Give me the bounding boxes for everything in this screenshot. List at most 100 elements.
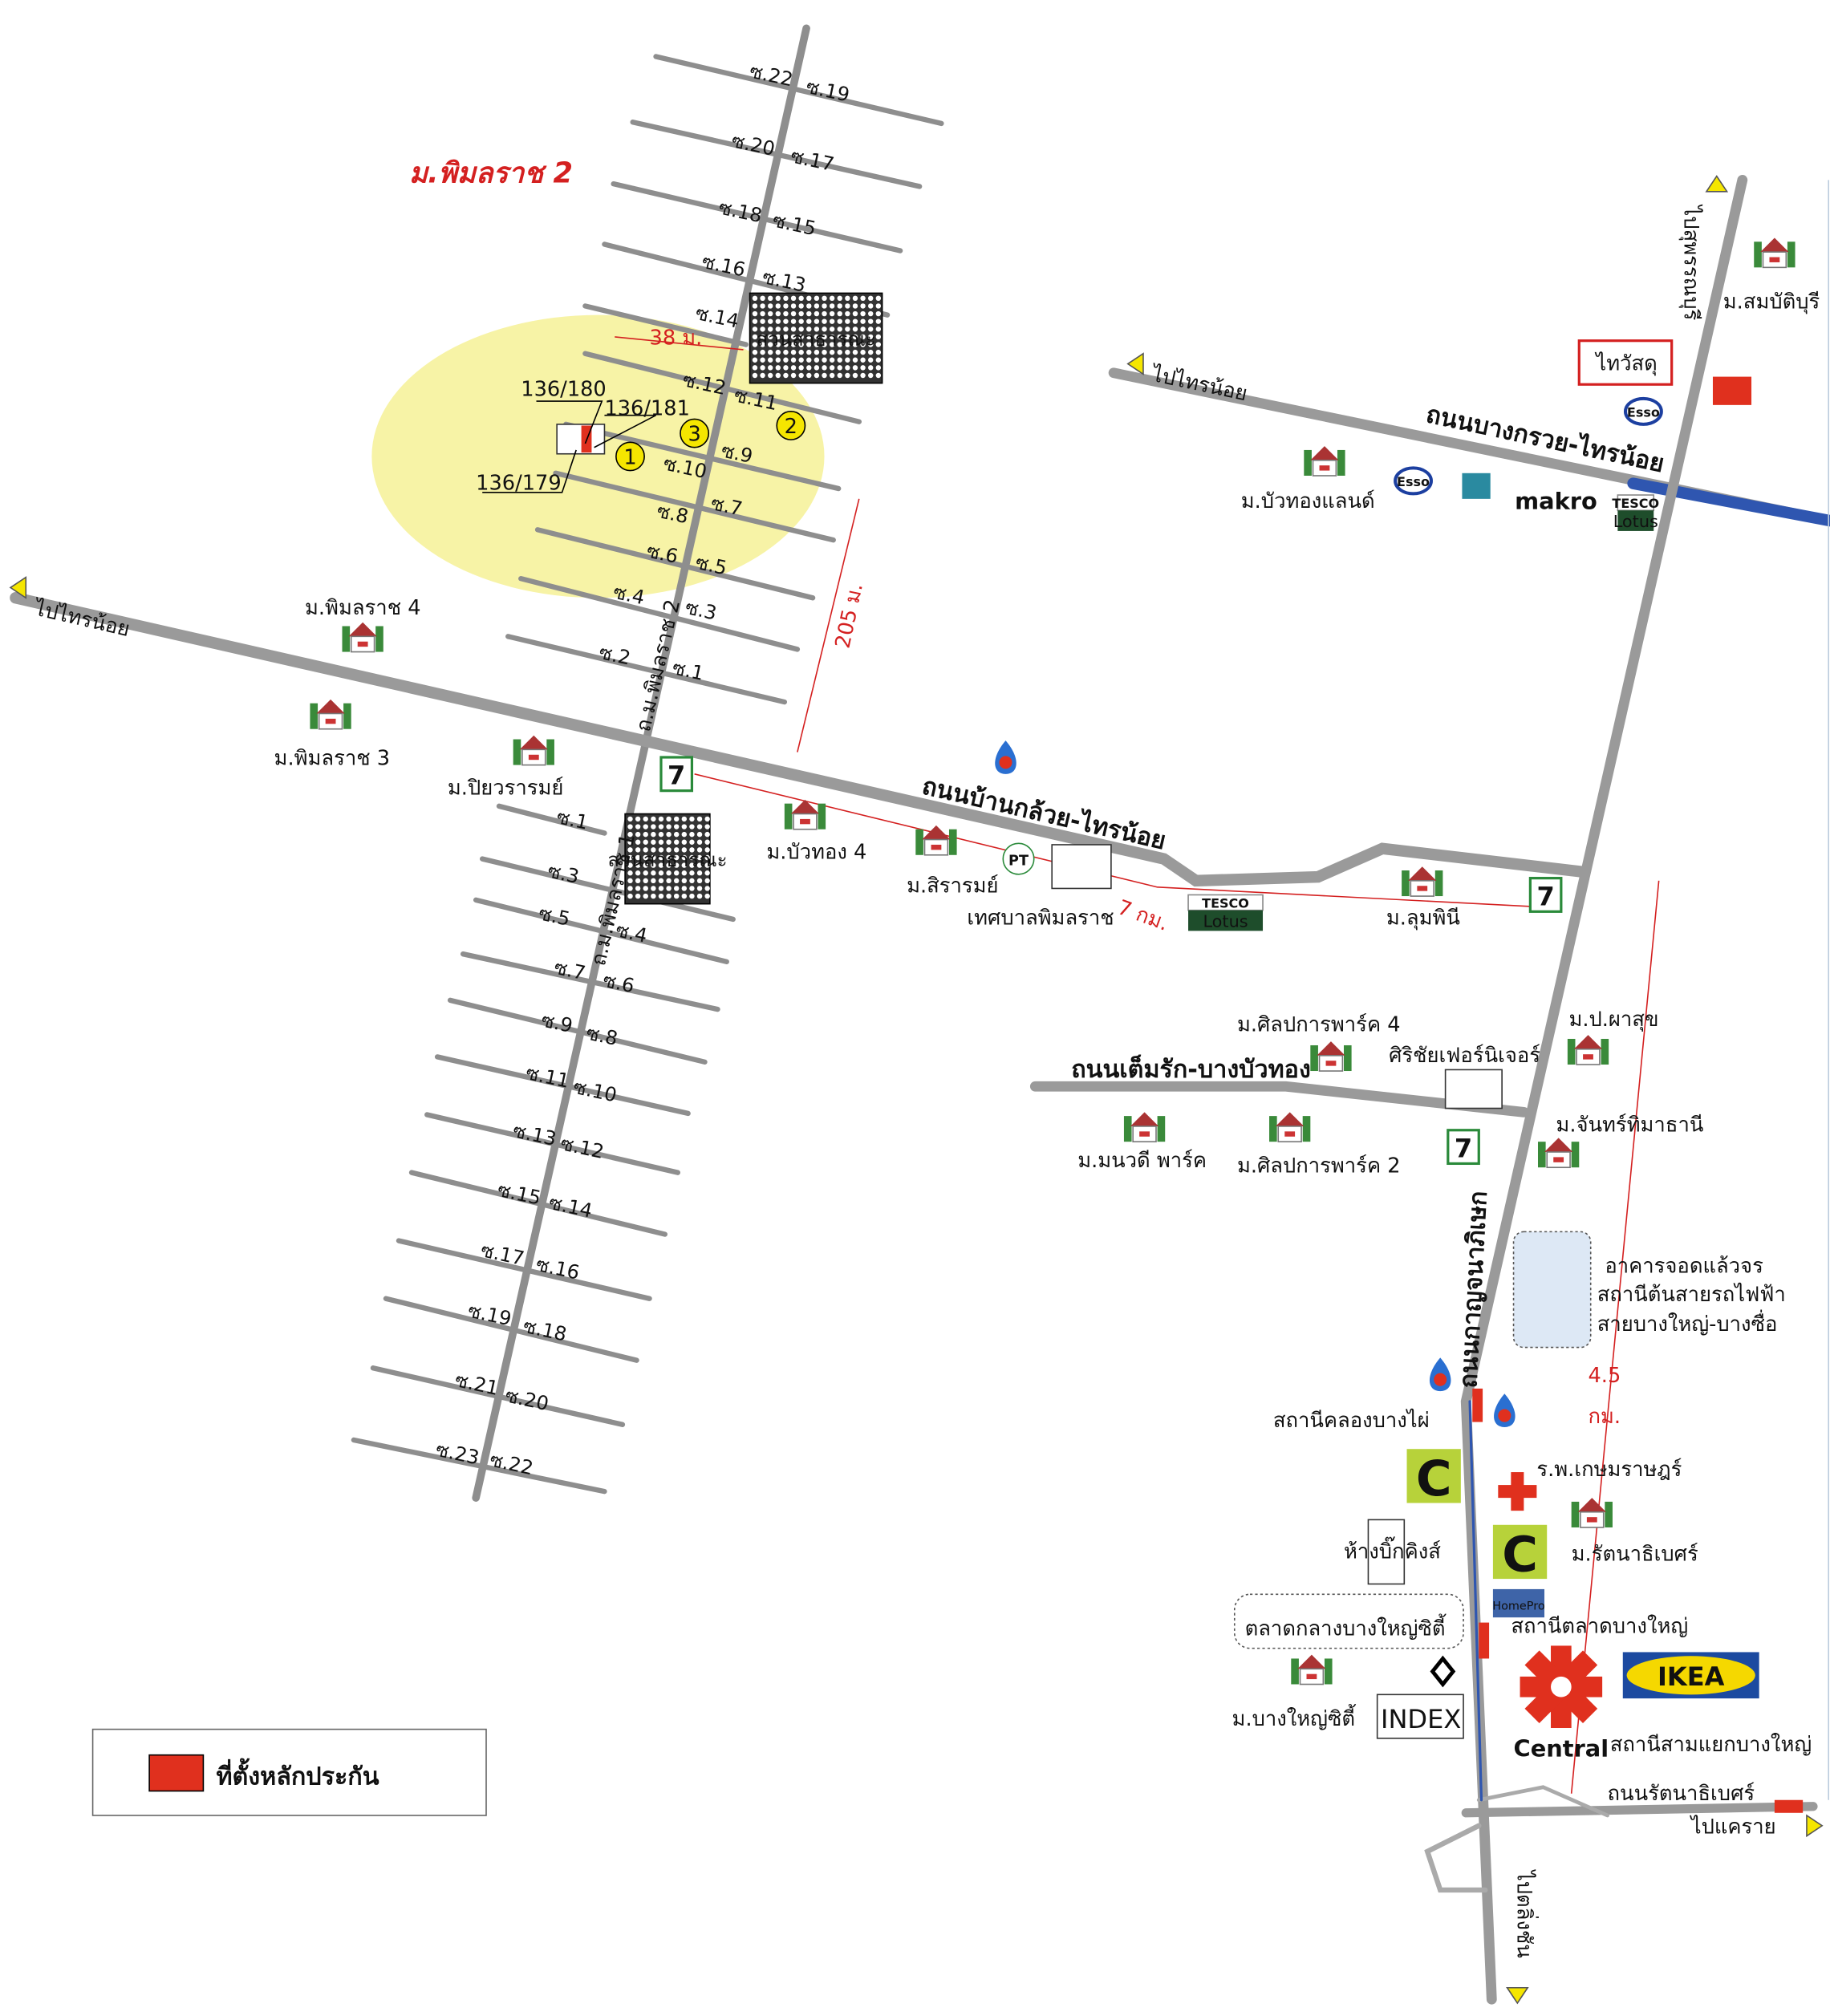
- lotus-logo: Lotus: [1203, 912, 1248, 931]
- side-street: [534, 527, 816, 601]
- skytrain-depot-icon: [1512, 1231, 1592, 1349]
- leader-line: [482, 449, 577, 493]
- direction-arrow-icon: [9, 576, 27, 599]
- soi-label: ซ.13: [511, 1119, 558, 1150]
- soi-label: ซ.10: [571, 1076, 619, 1107]
- side-street: [351, 1437, 607, 1495]
- central-logo: Central: [1514, 1734, 1609, 1762]
- numbered-marker: [776, 411, 806, 440]
- soi-label: ซ.9: [539, 1008, 574, 1037]
- place-paphasuk: ม.ป.ผาสุข: [1568, 1008, 1658, 1032]
- soi-label: ซ.3: [546, 860, 581, 889]
- house-icon: [1304, 446, 1345, 477]
- road-label-kanchanaphisek: ถนนกาญจนาภิเษก: [1455, 1191, 1493, 1389]
- place-sirarom: ม.สิรารมย์: [907, 874, 998, 898]
- direction-sainoi: ไปไทรน้อย: [1148, 362, 1249, 406]
- distance-arrow-205: [797, 498, 860, 752]
- side-street: [479, 856, 736, 923]
- seven-eleven-logo: 7: [667, 761, 685, 791]
- side-street: [383, 1296, 639, 1363]
- index-logo-box: [1376, 1694, 1464, 1739]
- soi-label: ซ.1: [671, 656, 706, 685]
- soi-label: ซ.15: [771, 209, 818, 241]
- house-icon: [1402, 866, 1443, 897]
- soi-label: ซ.19: [804, 75, 851, 107]
- park-label: สวนสาธารณะ: [607, 849, 727, 871]
- place-chantima: ม.จันทร์ทิมาธานี: [1556, 1113, 1703, 1137]
- side-street: [553, 470, 836, 543]
- pt-logo: PT: [1008, 854, 1029, 870]
- place-piyawararom: ม.ปิยวรารมย์: [448, 776, 564, 800]
- place-parkride1: อาคารจอดแล้วจร: [1605, 1255, 1763, 1279]
- marker-number: 2: [785, 415, 797, 439]
- side-street: [424, 1112, 681, 1175]
- side-street: [447, 997, 708, 1065]
- place-talad-station: สถานีตลาดบางใหญ่: [1511, 1614, 1688, 1638]
- road-bangkruai-blue-segment: [1627, 477, 1830, 527]
- toyota-icon: [1712, 376, 1752, 405]
- esso-icon: Esso: [1623, 396, 1663, 426]
- big-c-logo: C: [1502, 1526, 1538, 1583]
- plot-number-180: 136/180: [521, 378, 606, 402]
- house-icon: [1754, 237, 1796, 269]
- place-parkride2: สถานีต้นสายรถไฟฟ้า: [1597, 1283, 1786, 1307]
- big-c-logo: C: [1416, 1450, 1452, 1507]
- area-title: ม.พิมลราช 2: [409, 157, 573, 190]
- place-sirichai: ศิริชัยเฟอร์นิเจอร์: [1389, 1044, 1540, 1068]
- side-street: [582, 351, 862, 424]
- side-street: [563, 421, 842, 492]
- side-street: [653, 54, 944, 127]
- soi-label: ซ.16: [700, 250, 747, 282]
- place-silpakarn4: ม.ศิลปการพาร์ค 4: [1237, 1012, 1401, 1036]
- place-manawadee: ม.มนวดี พาร์ค: [1077, 1149, 1207, 1173]
- numbered-marker: [615, 441, 645, 472]
- house-icon: [915, 825, 957, 856]
- side-street: [582, 303, 749, 347]
- house-icon: [310, 699, 351, 730]
- place-pimonrat3: ม.พิมลราช 3: [274, 747, 391, 771]
- makro-logo: makro: [1515, 488, 1597, 515]
- municipality-emblem-icon: [1051, 844, 1112, 890]
- soi-label: ซ.16: [534, 1253, 582, 1284]
- side-street: [408, 1170, 667, 1237]
- station-marker: [1472, 1388, 1483, 1422]
- place-sombatburi: ม.สมบัติบุรี: [1723, 290, 1820, 314]
- esso-icon: Esso: [1394, 466, 1433, 496]
- road-label-temrak: ถนนเต็มรัก-บางบัวทอง: [1071, 1054, 1311, 1084]
- homepro-logo: HomePro: [1492, 1600, 1545, 1613]
- house-icon: [1567, 1035, 1609, 1065]
- soi-label: ซ.15: [496, 1178, 543, 1210]
- soi-label: ซ.17: [789, 144, 836, 176]
- house-icon: [1123, 1112, 1166, 1142]
- place-samyaek-station: สถานีสามแยกบางใหญ่: [1610, 1733, 1812, 1757]
- ptt-fuel-icon: [1494, 1393, 1516, 1427]
- bangkok-bank-icon: [1430, 1655, 1456, 1688]
- soi-label: ซ.12: [558, 1132, 606, 1163]
- soi-label: ซ.17: [479, 1239, 526, 1270]
- index-logo: INDEX: [1381, 1704, 1461, 1734]
- ikea-logo: IKEA: [1658, 1661, 1725, 1692]
- soi-label: ซ.18: [716, 197, 764, 228]
- place-buathongland: ม.บัวทองแลนด์: [1241, 489, 1375, 513]
- station-marker: [1479, 1622, 1490, 1659]
- side-street: [460, 951, 720, 1012]
- side-street: [370, 1365, 626, 1427]
- soi-label: ซ.22: [748, 60, 795, 91]
- numbered-marker: [680, 418, 710, 448]
- soi-label: ซ.8: [584, 1021, 619, 1050]
- skytrain-line: [1468, 1400, 1483, 1802]
- road-label-rattanathibet: ถนนรัตนาธิเบศร์: [1608, 1782, 1755, 1806]
- soi-label: ซ.7: [552, 956, 587, 985]
- direction-arrow-icon: [1705, 175, 1729, 193]
- soi-road-pimonrat: [472, 24, 810, 1502]
- seven-eleven-icon: 7: [1447, 1129, 1480, 1166]
- lotus-logo: Lotus: [1613, 512, 1658, 531]
- direction-arrow-icon: [1806, 1814, 1824, 1838]
- seven-eleven-logo: 7: [1536, 881, 1554, 911]
- measurement-38m: 38 ม.: [650, 327, 703, 351]
- direction-khae-rai: ไปแคราย: [1690, 1815, 1776, 1839]
- gas-station-icon: [1462, 473, 1491, 499]
- road-rattanathibet: [1461, 1802, 1818, 1818]
